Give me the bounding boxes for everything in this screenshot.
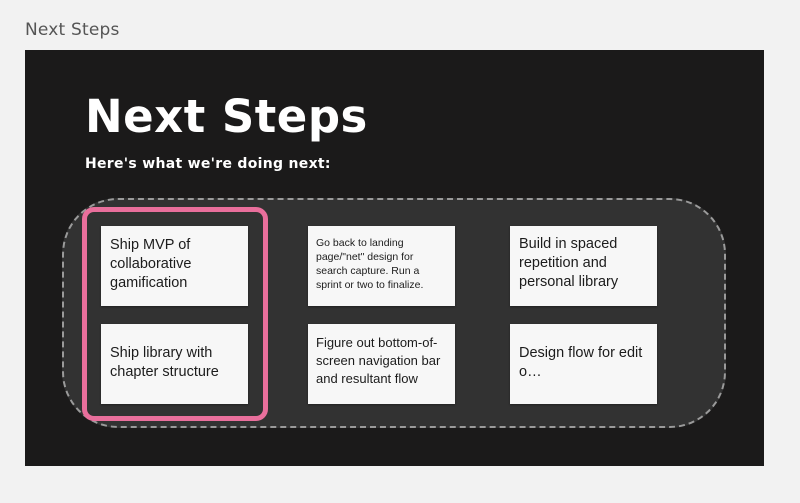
sticky-note-text: Design flow for edit o…	[519, 345, 643, 380]
highlight-frame	[82, 207, 268, 421]
sticky-note[interactable]: Design flow for edit o…	[510, 324, 657, 404]
sticky-note-text: Build in spaced repetition and personal …	[519, 236, 619, 290]
sticky-note-text: Ship library with chapter structure	[110, 345, 219, 380]
sticky-note[interactable]: Build in spaced repetition and personal …	[510, 226, 657, 306]
slide-title: Next Steps	[85, 90, 368, 143]
sticky-note-text: Ship MVP of collaborative gamification	[110, 237, 192, 291]
slide-subtitle: Here's what we're doing next:	[85, 156, 331, 172]
sticky-note[interactable]: Ship MVP of collaborative gamification	[101, 226, 248, 306]
page-caption: Next Steps	[25, 20, 120, 40]
slide: Next Steps Here's what we're doing next:…	[25, 50, 764, 466]
sticky-note[interactable]: Ship library with chapter structure	[101, 324, 248, 404]
sticky-note[interactable]: Figure out bottom-of-screen navigation b…	[308, 324, 455, 404]
sticky-note[interactable]: Go back to landing page/"net" design for…	[308, 226, 455, 306]
sticky-note-text: Figure out bottom-of-screen navigation b…	[316, 335, 441, 386]
sticky-note-text: Go back to landing page/"net" design for…	[316, 237, 424, 291]
